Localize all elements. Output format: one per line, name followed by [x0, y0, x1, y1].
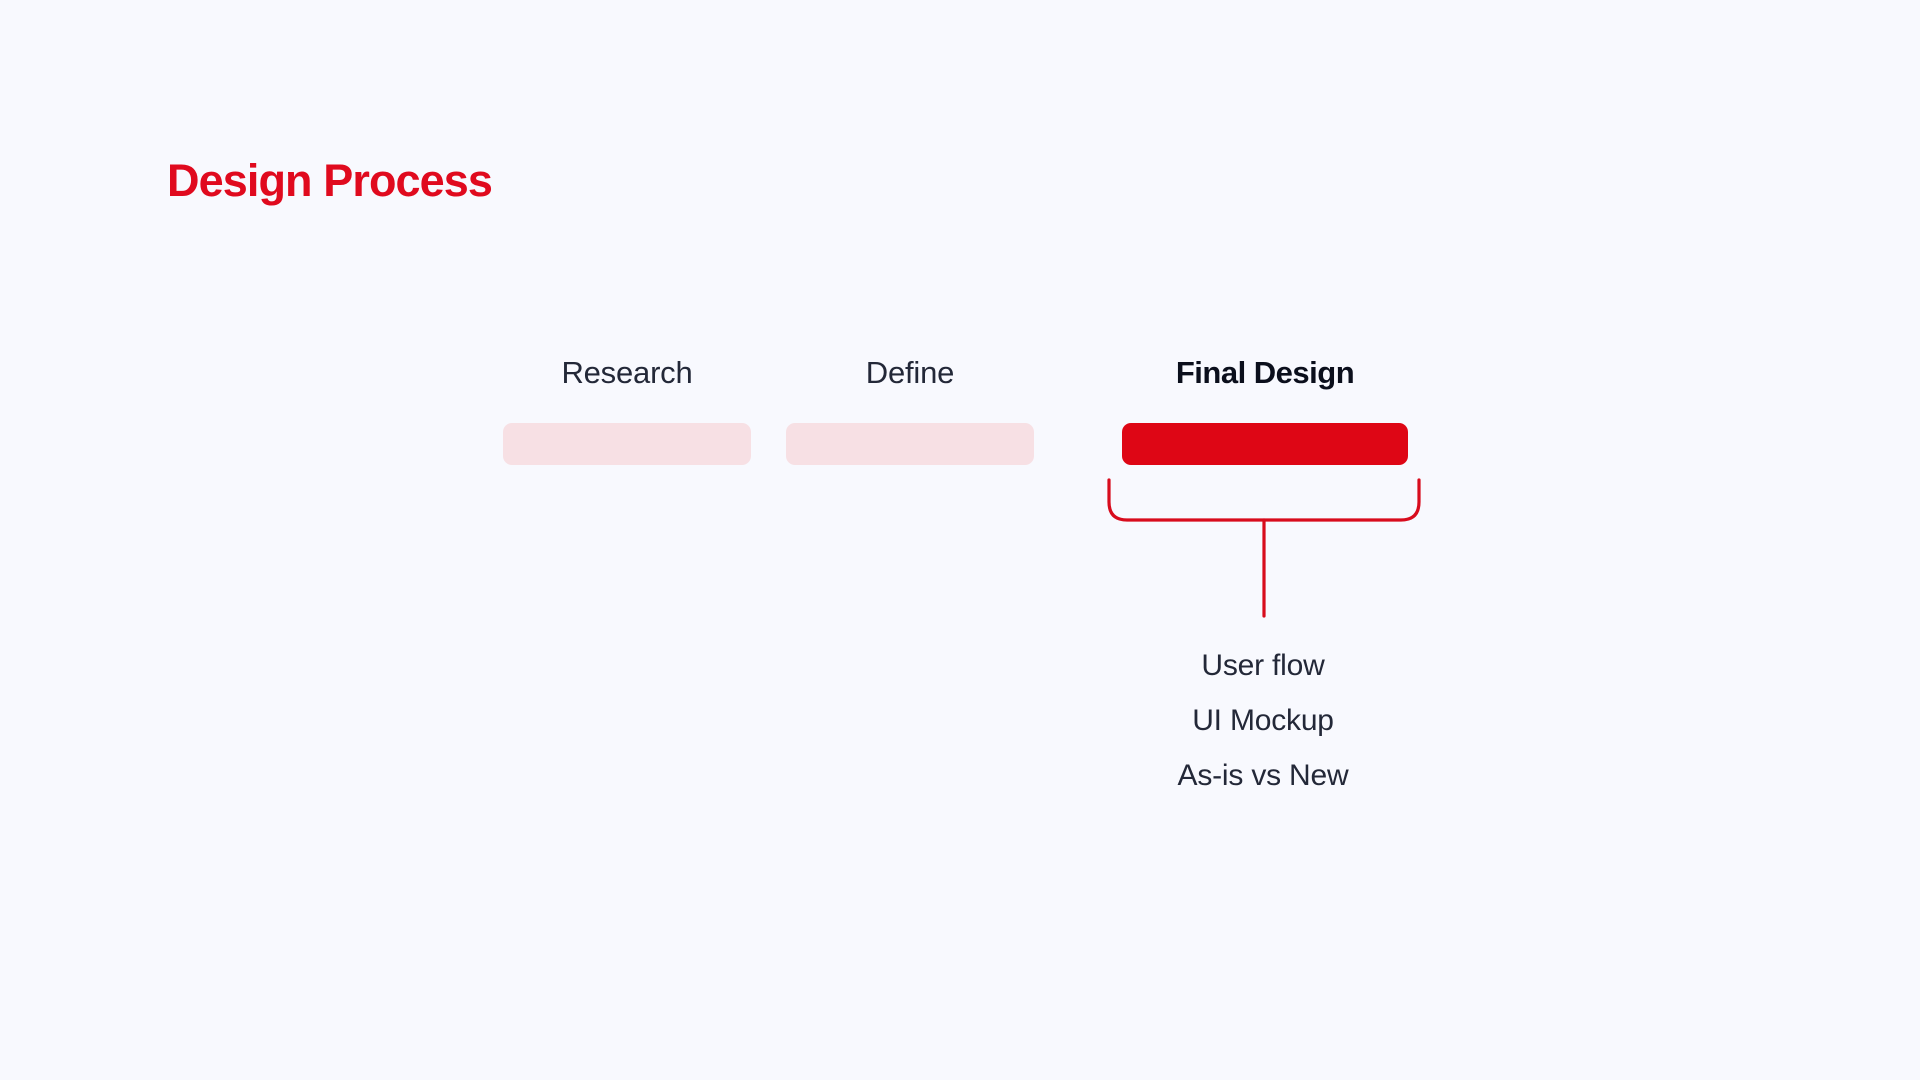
- deliverable-item: As-is vs New: [1177, 759, 1349, 792]
- deliverables-list: User flow UI Mockup As-is vs New: [1063, 638, 1463, 803]
- bracket-connector-svg: [1107, 478, 1421, 618]
- stage-bar-research[interactable]: [503, 423, 751, 465]
- page-title: Design Process: [167, 155, 493, 207]
- stage-track: Research Define Final Design: [503, 352, 1408, 472]
- stage-define[interactable]: Define: [786, 352, 1034, 472]
- stage-final-design[interactable]: Final Design: [1122, 352, 1408, 472]
- stage-label-research: Research: [561, 355, 693, 390]
- bracket-curve: [1107, 478, 1421, 522]
- bracket-connector: [1104, 478, 1424, 625]
- deliverable-item: UI Mockup: [1192, 704, 1334, 737]
- stage-bar-define[interactable]: [786, 423, 1034, 465]
- stage-bar-final-design[interactable]: [1122, 423, 1408, 465]
- stage-label-final-design: Final Design: [1175, 355, 1355, 390]
- deliverable-item: User flow: [1201, 649, 1325, 682]
- stage-label-define: Define: [865, 355, 955, 390]
- stage-research[interactable]: Research: [503, 352, 751, 472]
